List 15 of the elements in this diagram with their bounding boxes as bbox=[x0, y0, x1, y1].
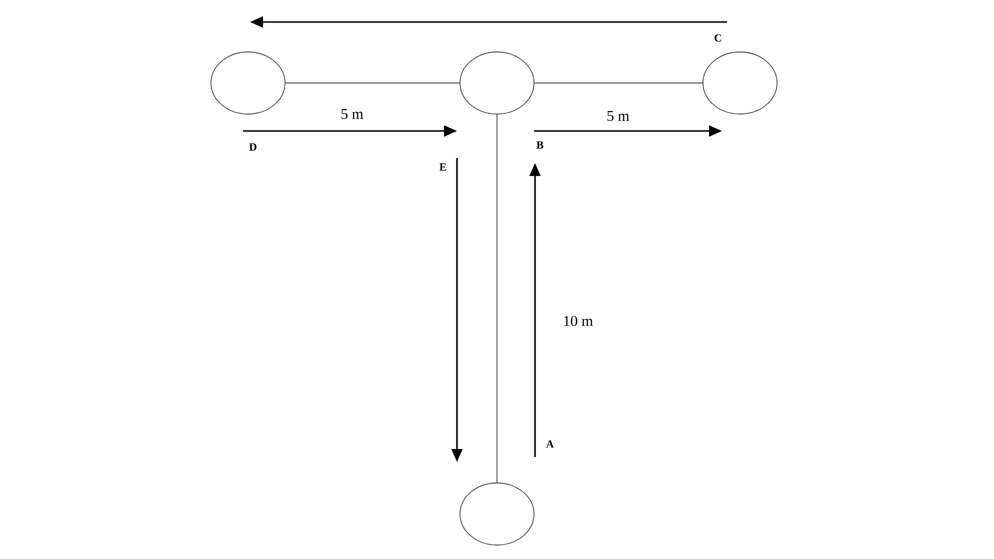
dimension-label: 5 m bbox=[341, 109, 364, 119]
point-label: E bbox=[440, 163, 446, 171]
point-label: D bbox=[249, 143, 256, 151]
circle bbox=[460, 52, 534, 114]
circle bbox=[210, 52, 286, 114]
connector-line bbox=[285, 82, 460, 84]
dimension-label: 5 m bbox=[607, 111, 630, 121]
point-label: A bbox=[546, 440, 554, 448]
circle bbox=[460, 482, 534, 546]
connector-line bbox=[534, 82, 703, 84]
circle bbox=[702, 52, 778, 114]
point-label: C bbox=[714, 34, 722, 42]
connector-line bbox=[496, 114, 498, 483]
point-label: B bbox=[536, 141, 544, 149]
dimension-label: 10 m bbox=[564, 316, 593, 326]
